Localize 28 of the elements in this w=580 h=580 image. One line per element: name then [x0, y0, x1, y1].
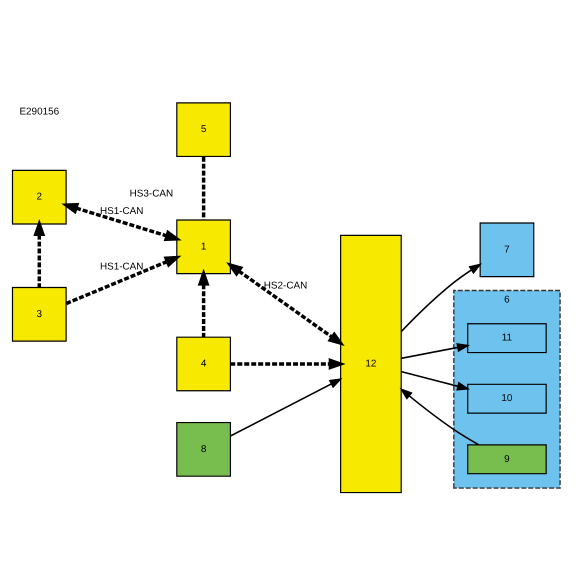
arrow: [33, 218, 46, 287]
node-box: 5: [176, 102, 232, 157]
node-box: 9: [467, 444, 547, 474]
edge-label: HS2-CAN: [264, 280, 308, 292]
node-box: 12: [340, 234, 402, 493]
node-box: 7: [480, 222, 534, 277]
node-box: 8: [176, 421, 232, 476]
arrow: [61, 202, 182, 241]
arrow: [401, 370, 470, 390]
arrow: [400, 387, 480, 445]
arrow: [230, 358, 346, 370]
label: E290156: [19, 106, 60, 117]
node-box: 3: [12, 286, 67, 342]
arrow: [400, 262, 482, 332]
arrow: [198, 268, 210, 336]
node-box: 10: [467, 383, 547, 414]
edge-label: HS1-CAN: [100, 206, 144, 217]
node-box: 11: [467, 322, 547, 353]
connector: [202, 156, 206, 220]
arrow: [226, 262, 345, 346]
arrow: [401, 342, 470, 359]
node-box: 1: [176, 218, 232, 274]
arrow: [66, 255, 182, 305]
edge-label: HS3-CAN: [130, 188, 174, 200]
edge-label: HS1-CAN: [100, 261, 144, 272]
node-box: 2: [12, 169, 67, 224]
node-box: 4: [176, 336, 232, 391]
arrow: [230, 378, 342, 436]
